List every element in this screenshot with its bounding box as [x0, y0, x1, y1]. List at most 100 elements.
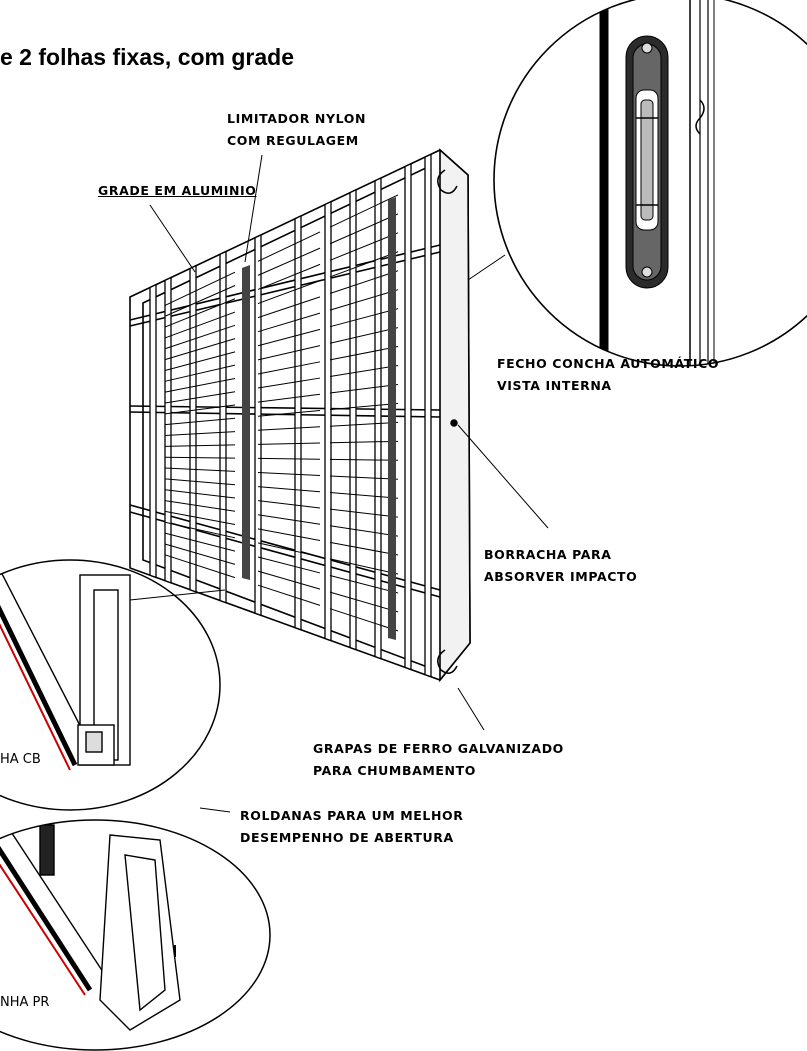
grade-bar	[219, 250, 227, 604]
linha-cb-label: HA CB	[0, 752, 41, 767]
window-louvres	[164, 194, 399, 632]
grapas-label-line2: PARA CHUMBAMENTO	[313, 763, 476, 778]
grade-bar	[164, 276, 172, 584]
grade-bar	[254, 233, 262, 617]
louvre-slat	[257, 247, 321, 276]
louvre-slat	[164, 377, 236, 393]
linha-cb-detail-circle	[0, 559, 221, 811]
limitador-label-line2: COM REGULAGEM	[227, 133, 359, 148]
louvre-slat	[164, 417, 236, 426]
louvre-slat	[329, 458, 399, 461]
limitador-strips	[242, 197, 396, 640]
leader-lines	[129, 154, 549, 813]
louvre-slat	[164, 351, 236, 371]
louvre-slat	[329, 232, 399, 261]
louvre-slat	[329, 525, 399, 537]
grade-bar	[424, 153, 432, 678]
louvre-slat	[257, 312, 321, 333]
louvre-slat	[164, 271, 236, 306]
louvre-slat	[329, 346, 399, 361]
louvre-slat	[257, 528, 321, 541]
louvre-slat	[257, 280, 321, 305]
louvre-slat	[329, 194, 399, 228]
louvre-slat	[164, 478, 236, 486]
grade-bar	[149, 283, 157, 579]
louvre-slat	[257, 500, 321, 509]
fecho-detail-circle	[493, 0, 807, 367]
louvre-slat	[257, 486, 321, 493]
louvre-slat	[164, 532, 236, 552]
louvre-slat	[164, 364, 236, 382]
louvre-slat	[164, 391, 236, 404]
louvre-slat	[164, 444, 236, 447]
roldanas-label-line2: DESEMPENHO DE ABERTURA	[240, 830, 454, 845]
borracha-label-line1: BORRACHA PARA	[484, 547, 612, 562]
louvre-slat	[329, 508, 399, 518]
louvre-slat	[257, 393, 321, 403]
louvre-slat	[329, 591, 399, 613]
louvre-slat	[329, 365, 399, 377]
borracha-label-line2: ABSORVER IMPACTO	[484, 569, 638, 584]
limitador-label-line1: LIMITADOR NYLON	[227, 111, 367, 126]
linha-pr-detail-circle	[0, 819, 271, 1051]
grade-bar	[404, 162, 412, 671]
louvre-slat	[257, 457, 321, 460]
louvre-slat	[329, 251, 399, 278]
louvre-slat	[257, 426, 321, 431]
louvre-slat	[257, 584, 321, 606]
louvre-slat	[329, 558, 399, 575]
louvre-slat	[329, 475, 399, 480]
louvre-slat	[164, 404, 236, 415]
fixing-clips	[437, 169, 458, 674]
grade-bar	[374, 176, 382, 660]
page-title: e 2 folhas fixas, com grade	[0, 44, 295, 70]
louvre-slat	[257, 328, 321, 347]
louvre-slat	[257, 231, 321, 262]
louvre-slat	[164, 467, 236, 472]
louvre-slat	[164, 338, 236, 361]
louvre-slat	[164, 285, 236, 317]
louvre-slat	[329, 575, 399, 594]
louvre-slat	[329, 289, 399, 311]
louvre-slat	[257, 570, 321, 590]
roldanas-label-line1: ROLDANAS PARA UM MELHOR	[240, 808, 464, 823]
louvre-slat	[329, 492, 399, 499]
louvre-slat	[164, 510, 236, 526]
louvre-slat	[257, 263, 321, 290]
fecho-label-line2: VISTA INTERNA	[497, 378, 612, 393]
fecho-label-line1: FECHO CONCHA AUTOMÁTICO	[497, 356, 720, 371]
louvre-slat	[164, 500, 236, 512]
louvre-slat	[329, 308, 399, 328]
louvre-slat	[329, 421, 399, 427]
louvre-slat	[257, 442, 321, 445]
louvre-slat	[257, 556, 321, 574]
louvre-slat	[257, 514, 321, 525]
louvre-slat	[329, 270, 399, 294]
grade-vertical-bars	[149, 153, 432, 678]
louvre-slat	[257, 296, 321, 319]
grade-bar	[349, 188, 357, 651]
louvre-slat	[164, 554, 236, 579]
louvre-slat	[257, 410, 321, 417]
louvre-slat	[164, 311, 236, 339]
louvre-slat	[329, 402, 399, 411]
linha-pr-label: NHA PR	[0, 995, 50, 1010]
louvre-slat	[257, 542, 321, 558]
louvre-slat	[164, 324, 236, 350]
grade-bar	[324, 200, 332, 642]
grade-bar	[189, 264, 197, 593]
louvre-slat	[257, 377, 321, 389]
louvre-slat	[329, 213, 399, 245]
louvre-slat	[329, 327, 399, 344]
louvre-slat	[164, 456, 236, 459]
louvre-slat	[257, 361, 321, 375]
louvre-slat	[164, 521, 236, 539]
grapas-label-line1: GRAPAS DE FERRO GALVANIZADO	[313, 741, 564, 756]
louvre-slat	[164, 298, 236, 328]
grade-label: GRADE EM ALUMINIO	[98, 183, 257, 198]
louvre-slat	[329, 608, 399, 632]
louvre-slat	[329, 541, 399, 556]
louvre-slat	[257, 472, 321, 476]
